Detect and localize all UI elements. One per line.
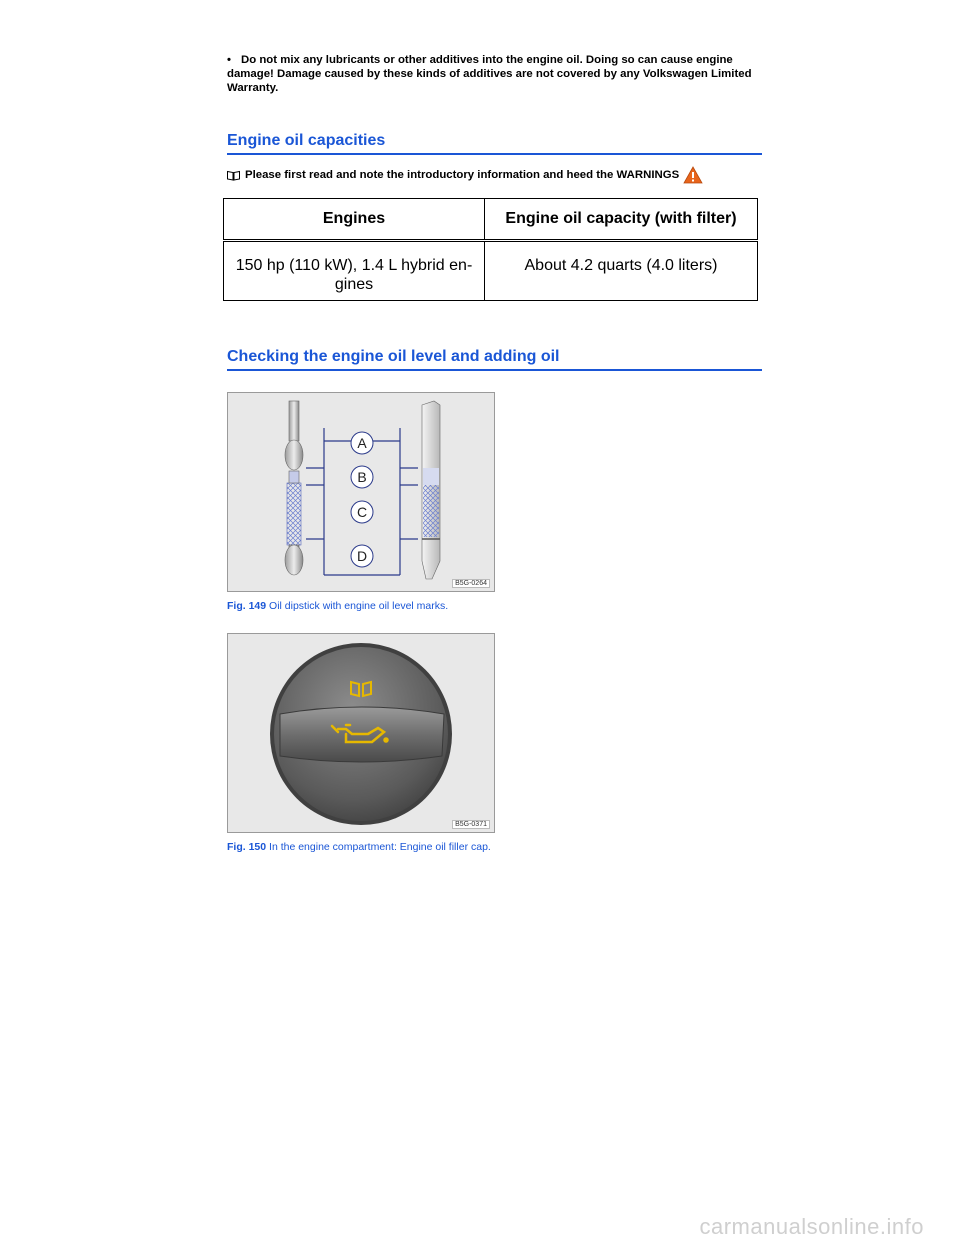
label-d: D (350, 544, 374, 568)
watermark: carmanualsonline.info (699, 1214, 924, 1239)
bullet-point: • (227, 54, 231, 66)
table-row: 150 hp (110 kW), 1.4 L hybrid en-gines A… (223, 240, 758, 301)
oil-filler-cap-illustration (270, 643, 452, 825)
oil-can-icon (330, 723, 389, 744)
figure-caption-text: Oil dipstick with engine oil level marks… (269, 600, 449, 612)
figure-code: B5G-0371 (452, 820, 490, 829)
oil-filler-cap-figure: B5G-0371 (227, 633, 495, 833)
dipstick-illustration: A B C D (284, 400, 441, 580)
read-first-notice: Please first read and note the introduct… (227, 166, 703, 184)
label-a-text: A (357, 435, 367, 451)
warning-triangle-icon[interactable] (683, 166, 703, 184)
figure-caption-text: In the engine compartment: Engine oil fi… (269, 841, 491, 853)
dipstick-figure: A B C D B5G-0264 (227, 392, 495, 592)
footer: carmanualsonline.info (0, 1210, 960, 1242)
section-title-checking-oil: Checking the engine oil level and adding… (227, 348, 762, 371)
note-text: Do not mix any lubricants or other addit… (227, 54, 752, 94)
table-cell-engine: 150 hp (110 kW), 1.4 L hybrid en-gines (223, 240, 485, 301)
figure-caption: Fig. 149 Oil dipstick with engine oil le… (227, 600, 448, 612)
table-header-row: Engines Engine oil capacity (with filter… (223, 198, 758, 242)
table-cell-capacity: About 4.2 quarts (4.0 liters) (484, 240, 758, 301)
label-b: B (350, 465, 374, 489)
additive-warning-note: •Do not mix any lubricants or other addi… (227, 53, 772, 95)
label-d-text: D (357, 548, 367, 564)
label-b-text: B (357, 469, 366, 485)
section-title-oil-capacities: Engine oil capacities (227, 132, 762, 155)
column-header-capacity: Engine oil capacity (with filter) (484, 198, 758, 242)
figure-code: B5G-0264 (452, 579, 490, 588)
column-header-engines: Engines (223, 198, 485, 242)
read-first-text: Please first read and note the introduct… (245, 169, 680, 181)
figure-caption: Fig. 150 In the engine compartment: Engi… (227, 841, 491, 853)
label-c-text: C (357, 504, 367, 520)
figure-number: Fig. 150 (227, 841, 267, 853)
figure-number: Fig. 149 (227, 600, 267, 612)
manual-book-icon (350, 680, 372, 698)
open-book-icon (227, 170, 240, 181)
label-c: C (350, 500, 374, 524)
label-a: A (350, 431, 374, 455)
oil-capacity-table: Engines Engine oil capacity (with filter… (223, 198, 758, 301)
